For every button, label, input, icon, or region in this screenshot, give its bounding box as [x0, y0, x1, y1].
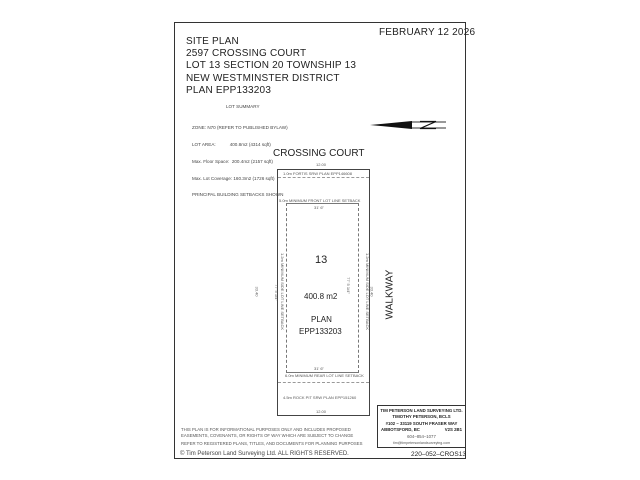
rear-srw-line — [278, 382, 369, 383]
lot-area: 400.8 m2 — [304, 292, 338, 301]
lot-summary-line: Max. Lot Coverage: 160.3m2 (1726 sqft) — [192, 175, 275, 181]
title-line: LOT 13 SECTION 20 TOWNSHIP 13 — [186, 60, 357, 72]
right-depth-dimension: 33.40 — [369, 286, 375, 297]
plan-number: EPP133203 — [299, 327, 342, 336]
lot-summary-line: ZONE: N70 (REFER TO PUBLISHED BYLAW) — [192, 125, 288, 131]
title-line: PLAN EPP133203 — [186, 84, 272, 96]
bottom-width-dimension: 12.00 — [316, 409, 327, 414]
top-width-dimension: 12.00 — [316, 162, 327, 167]
copyright: © Tim Peterson Land Surveying Ltd. ALL R… — [180, 451, 349, 457]
address: #102 – 33119 SOUTH FRASER WAY — [385, 420, 458, 426]
front-srw-line — [278, 177, 369, 178]
lot-number: 13 — [315, 254, 328, 266]
title-line: 2597 CROSSING COURT — [186, 48, 307, 60]
drawing-number: 220–052–CROS13 — [411, 451, 466, 458]
lot-boundary — [277, 169, 370, 416]
drawing-frame — [174, 22, 466, 459]
surveyor-name: TIMOTHY PETERSON, BCLS — [392, 414, 451, 420]
disclaimer-line: REFER TO REGISTERED PLANS, TITLES, AND D… — [181, 441, 363, 446]
company-name: TIM PETERSON LAND SURVEYING LTD. — [380, 408, 463, 413]
front-setback-label: 5.0m MINIMUM FRONT LOT LINE SETBACK — [279, 198, 361, 203]
street-name: CROSSING COURT — [273, 148, 365, 159]
building-setback-envelope — [286, 203, 359, 373]
title-line: NEW WESTMINSTER DISTRICT — [186, 72, 340, 84]
rear-setback-label: 6.0m MINIMUM REAR LOT LINE SETBACK — [285, 373, 364, 378]
email: tim@timpetersonlandsurveying.com — [392, 441, 451, 446]
lot-summary-heading: LOT SUMMARY — [226, 104, 260, 109]
surveyor-title-block: TIM PETERSON LAND SURVEYING LTD. TIMOTHY… — [377, 405, 466, 448]
north-arrow-icon — [370, 120, 446, 130]
left-side-imperial: 77' 5 1/4" — [273, 284, 279, 301]
lot-summary: ZONE: N70 (REFER TO PUBLISHED BYLAW) LOT… — [192, 114, 288, 204]
disclaimer-line: EASEMENTS, COVENANTS, OR RIGHTS OF WAY W… — [181, 433, 354, 438]
title-line: SITE PLAN — [186, 36, 239, 47]
front-srw-label: 1.0m FORTIS SRW PLAN EPP146608 — [283, 171, 352, 176]
plan-date: FEBRUARY 12 2026 — [379, 27, 476, 38]
title-block-heading: SITE PLAN 2597 CROSSING COURT LOT 13 SEC… — [186, 36, 356, 97]
postal-code: V2S 2B1 — [444, 427, 462, 433]
right-side-imperial: 77' 5 1/4" — [345, 277, 351, 294]
right-side-setback-label: 1.2m MINIMUM SIDE LOT LINE SETBACK — [365, 252, 371, 331]
walkway-label: WALKWAY — [384, 269, 396, 320]
disclaimer-line: THIS PLAN IS FOR INFORMATIONAL PURPOSES … — [181, 427, 351, 432]
lot-summary-line: Max. Floor Space: 200.4m2 (2157 sqft) — [192, 158, 273, 164]
phone: 604–854–1077 — [407, 433, 436, 439]
lot-summary-line: PRINCIPAL BUILDING SETBACKS SHOWN — [192, 192, 284, 198]
rear-imperial-dimension: 31' 6" — [314, 366, 324, 371]
plan-label: PLAN — [311, 315, 332, 324]
city: ABBOTSFORD, BC — [381, 427, 420, 433]
left-depth-dimension: 33.40 — [254, 286, 260, 297]
rear-srw-label: 4.5m ROCK PIT SRW PLAN EPP151260 — [283, 395, 357, 400]
left-side-setback-label: 1.2m MINIMUM SIDE LOT LINE SETBACK — [280, 252, 286, 331]
front-imperial-dimension: 31' 6" — [314, 205, 324, 210]
lot-summary-line: LOT AREA: 400.8m2 (4314 sqft) — [192, 141, 271, 147]
city-line: ABBOTSFORD, BC V2S 2B1 — [378, 427, 465, 433]
